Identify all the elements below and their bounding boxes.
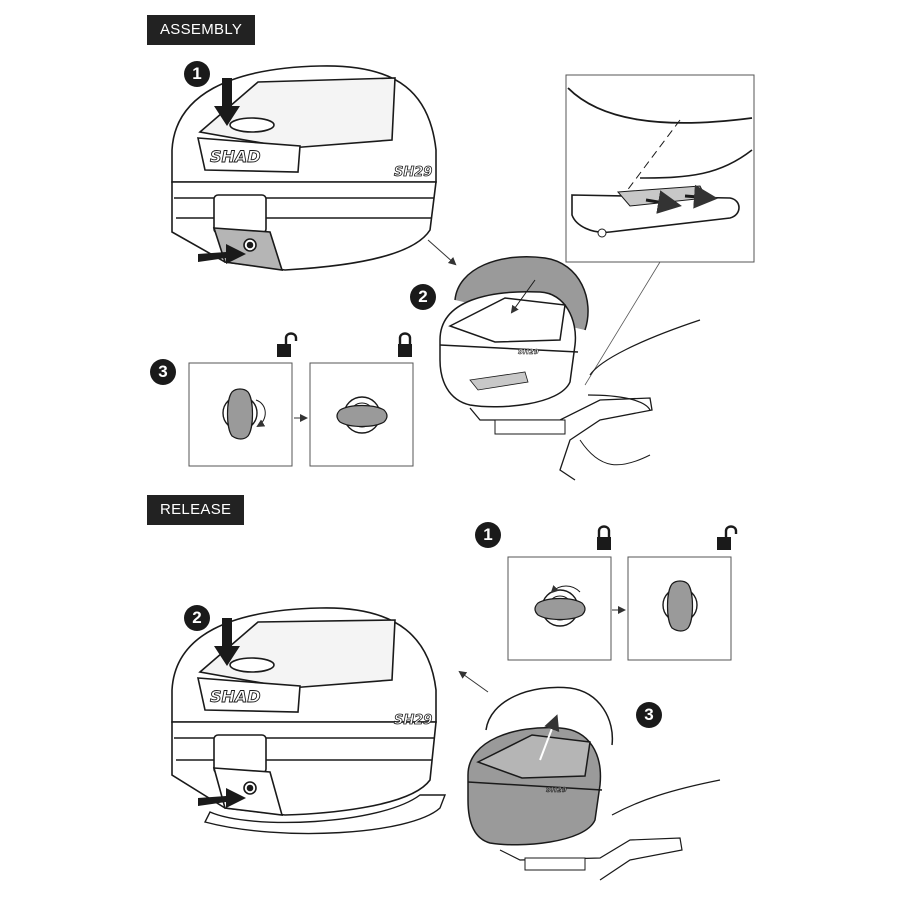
- release-lock-panel-locked: [507, 556, 612, 661]
- mounting-detail-inset: [565, 74, 755, 386]
- assembly-step-3: 3: [150, 359, 176, 385]
- assembly-step-2: 2: [410, 284, 436, 310]
- case-model-label: SH29: [394, 165, 432, 180]
- release-step-2: 2: [184, 605, 210, 631]
- assembly-step-1: 1: [184, 61, 210, 87]
- assembly-title: ASSEMBLY: [147, 15, 256, 45]
- padlock-closed-icon: [597, 525, 611, 550]
- case-model-label-small: SH29: [518, 348, 539, 356]
- top-case-assembly: [171, 65, 437, 271]
- release-step-3: 3: [636, 702, 662, 728]
- release-lock-panel-unlocked: [627, 556, 732, 661]
- case-model-label: SH29: [394, 713, 432, 728]
- assembly-lock-panel-unlocked: [188, 362, 293, 467]
- case-model-label-small: SH29: [546, 786, 567, 794]
- padlock-open-icon: [717, 525, 738, 550]
- case-brand-logo: SHAD: [210, 147, 261, 166]
- case-brand-logo: SHAD: [210, 687, 261, 706]
- top-case-release: [171, 607, 447, 835]
- push-latch-arrow: [198, 788, 246, 808]
- case-mounting-on-rack: [427, 239, 701, 481]
- padlock-closed-icon: [398, 332, 412, 357]
- padlock-open-icon: [277, 332, 298, 357]
- case-removing-from-rack: [458, 670, 721, 881]
- release-title: RELEASE: [147, 495, 245, 525]
- push-latch-arrow: [198, 244, 246, 264]
- press-down-arrow: [214, 618, 240, 666]
- assembly-lock-panel-locked: [309, 362, 414, 467]
- release-step-1: 1: [475, 522, 501, 548]
- press-down-arrow: [214, 78, 240, 126]
